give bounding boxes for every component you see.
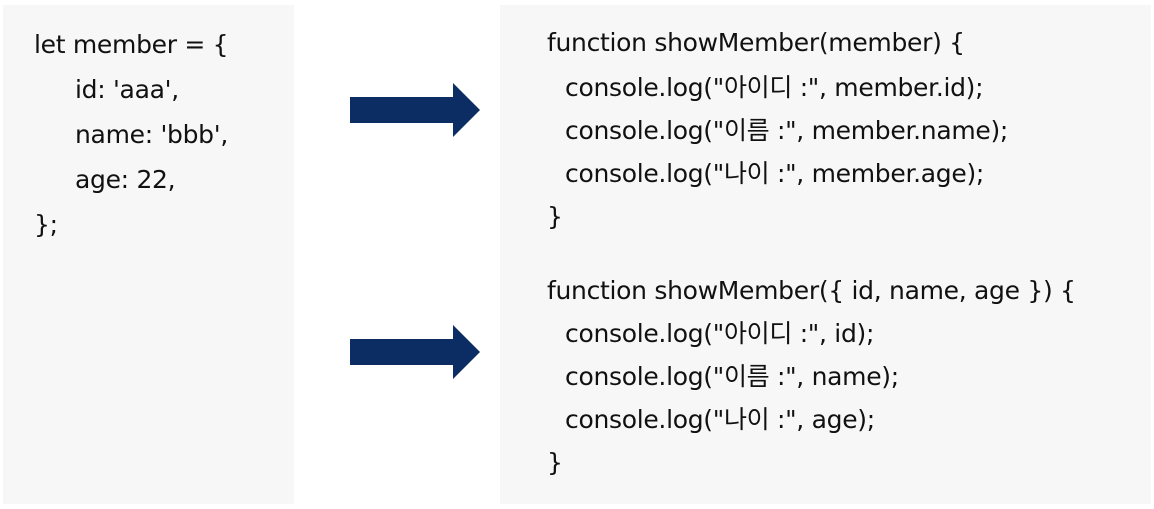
code-line-object-open: let member = {: [34, 30, 229, 59]
function-signature-member: function showMember(member) {: [547, 28, 965, 57]
right-arrow-icon: [350, 83, 480, 137]
function-close-brace: }: [547, 448, 563, 477]
function-examples-panel: function showMember(member) { console.lo…: [500, 5, 1151, 504]
function-signature-destructured: function showMember({ id, name, age }) {: [547, 276, 1076, 305]
console-log-member-name: console.log("이름 :", member.name);: [565, 116, 1009, 145]
function-close-brace: }: [547, 202, 563, 231]
original-object-panel: let member = { id: 'aaa', name: 'bbb', a…: [3, 5, 294, 504]
console-log-member-id: console.log("아이디 :", member.id);: [565, 73, 984, 102]
code-line-object-close: };: [34, 210, 58, 239]
console-log-age: console.log("나이 :", age);: [565, 405, 875, 434]
right-arrow-icon: [350, 325, 480, 379]
code-line-age: age: 22,: [75, 165, 176, 194]
code-line-name: name: 'bbb',: [75, 120, 228, 149]
console-log-name: console.log("이름 :", name);: [565, 362, 899, 391]
console-log-id: console.log("아이디 :", id);: [565, 319, 875, 348]
console-log-member-age: console.log("나이 :", member.age);: [565, 159, 985, 188]
code-line-id: id: 'aaa',: [75, 75, 179, 104]
